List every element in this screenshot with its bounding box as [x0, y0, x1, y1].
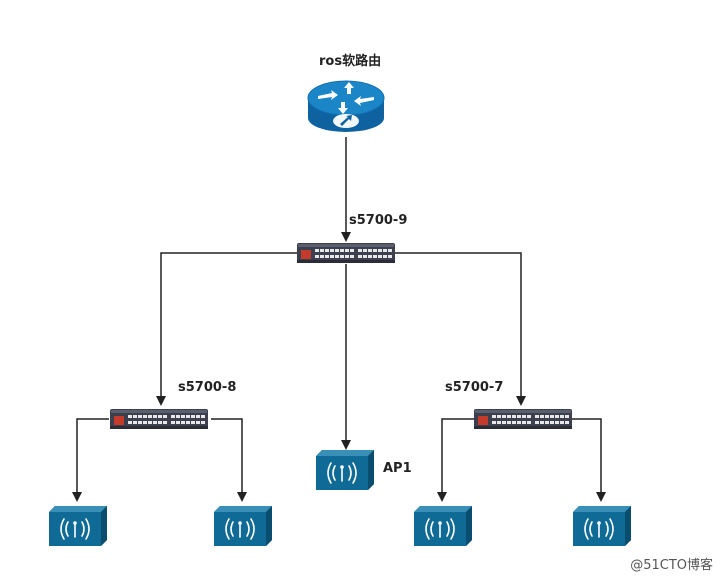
router-label: ros软路由	[319, 54, 382, 69]
left-switch-icon[interactable]	[110, 409, 208, 429]
link-right-ap-b	[570, 418, 606, 502]
access-point-icon[interactable]	[572, 505, 632, 547]
link-right-ap-a	[437, 418, 474, 502]
ap1-icon[interactable]	[315, 449, 375, 491]
link-left-ap-b	[211, 418, 247, 502]
router-icon[interactable]	[307, 80, 385, 132]
ap1-label: AP1	[383, 461, 412, 476]
core-switch-icon[interactable]	[297, 243, 395, 263]
right-switch-icon[interactable]	[474, 409, 572, 429]
right-switch-label: s5700-7	[445, 380, 504, 395]
access-point-icon[interactable]	[413, 505, 473, 547]
link-core-right	[394, 252, 526, 406]
link-left-ap-a	[72, 418, 109, 502]
core-switch-label: s5700-9	[349, 213, 408, 228]
left-switch-label: s5700-8	[178, 380, 237, 395]
access-point-icon[interactable]	[48, 505, 108, 547]
connections	[72, 137, 606, 502]
link-core-left	[156, 252, 298, 406]
access-point-icon[interactable]	[213, 505, 273, 547]
watermark: @51CTO博客	[630, 558, 713, 573]
